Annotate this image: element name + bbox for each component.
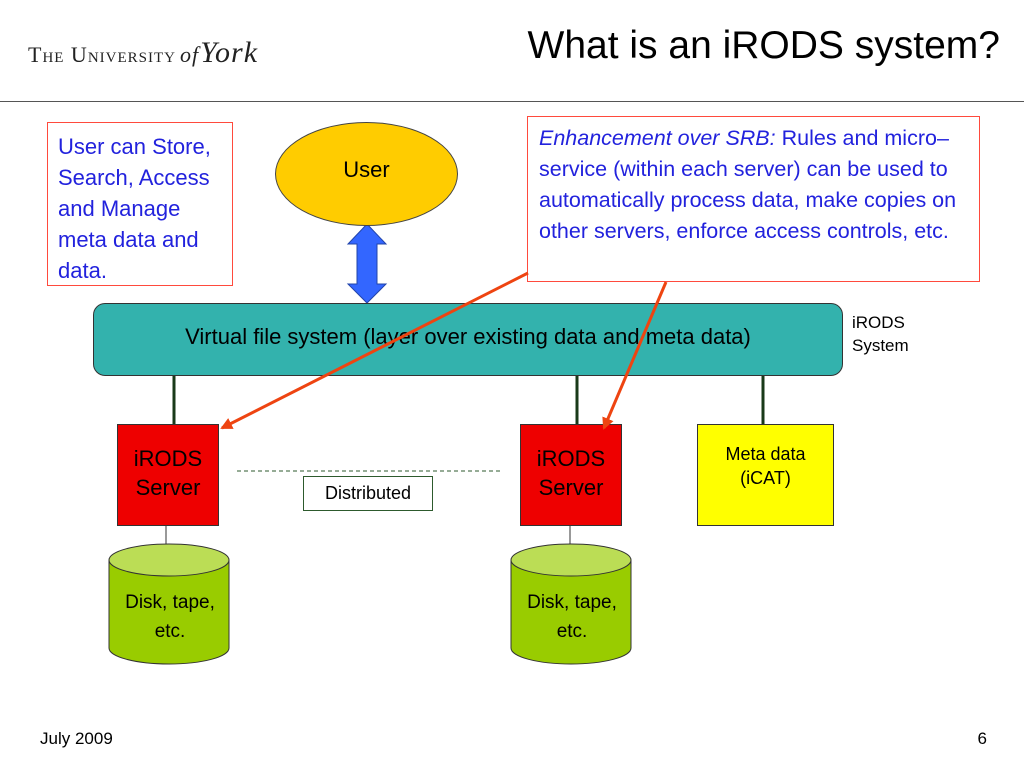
disk-label: Disk, tape, etc. bbox=[511, 588, 633, 646]
metadata-icat-node: Meta data (iCAT) bbox=[697, 424, 834, 526]
university-logo: The University of York bbox=[28, 36, 308, 76]
server-label-line1: iRODS bbox=[536, 446, 606, 471]
logo-text: The University bbox=[28, 42, 176, 67]
irods-server-node: iRODS Server bbox=[520, 424, 622, 526]
double-arrow-icon bbox=[346, 223, 388, 304]
meta-label-line2: (iCAT) bbox=[740, 468, 791, 488]
irods-system-label: iRODS System bbox=[852, 311, 909, 357]
server-label-line2: Server bbox=[135, 475, 201, 500]
disk-label: Disk, tape, etc. bbox=[109, 588, 231, 646]
enhancement-note: Enhancement over SRB: Rules and micro–se… bbox=[527, 116, 980, 282]
irods-system-label-line1: iRODS bbox=[852, 313, 905, 332]
user-node: User bbox=[275, 122, 458, 226]
meta-label-line1: Meta data bbox=[725, 444, 806, 464]
virtual-file-system-node: Virtual file system (layer over existing… bbox=[93, 303, 843, 376]
disk-label-line1: Disk, tape, bbox=[527, 592, 617, 613]
disk-label-line2: etc. bbox=[556, 621, 588, 642]
logo-of: of bbox=[179, 42, 200, 67]
irods-system-label-line2: System bbox=[852, 336, 909, 355]
distributed-label: Distributed bbox=[303, 476, 433, 511]
user-capabilities-note: User can Store, Search, Access and Manag… bbox=[47, 122, 233, 286]
enhancement-note-heading: Enhancement over SRB: bbox=[539, 126, 776, 150]
enhancement-note-body: Rules and micro–service (within each ser… bbox=[539, 126, 957, 243]
page-number: 6 bbox=[977, 729, 987, 748]
server-label-line1: iRODS bbox=[133, 446, 203, 471]
server-label-line2: Server bbox=[538, 475, 604, 500]
irods-server-node: iRODS Server bbox=[117, 424, 219, 526]
disk-label-line1: Disk, tape, bbox=[125, 592, 215, 613]
header-divider bbox=[0, 101, 1024, 102]
disk-cylinder-icon bbox=[108, 543, 230, 665]
disk-label-line2: etc. bbox=[154, 621, 186, 642]
footer-date: July 2009 bbox=[40, 729, 113, 748]
disk-cylinder-icon bbox=[510, 543, 632, 665]
logo-york: York bbox=[200, 36, 259, 69]
slide-title: What is an iRODS system? bbox=[527, 24, 1000, 67]
